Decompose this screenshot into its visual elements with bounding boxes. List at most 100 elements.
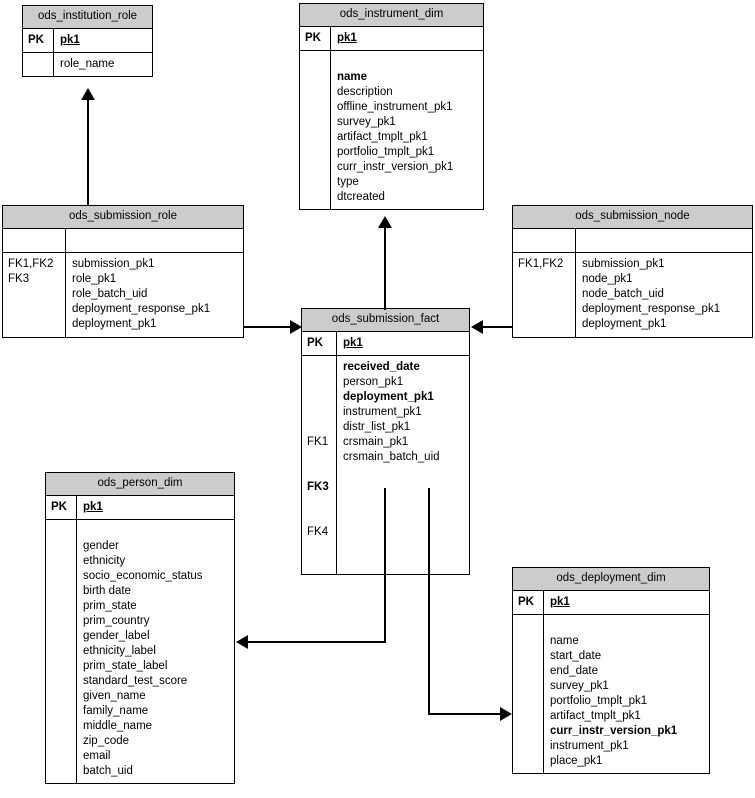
- relationship-line-node-to-fact: [482, 326, 513, 328]
- entity-pk-section: PK pk1: [46, 496, 234, 519]
- attribute: middle_name: [83, 720, 153, 732]
- pk-key-label: PK: [300, 27, 331, 50]
- attribute: artifact_tmplt_pk1: [550, 710, 641, 722]
- entity-title: ods_deployment_dim: [513, 568, 709, 591]
- attribute: submission_pk1: [72, 258, 155, 270]
- attribute: zip_code: [83, 735, 130, 747]
- entity-ods-person-dim[interactable]: ods_person_dim PK pk1 gender ethnicity s…: [45, 472, 235, 784]
- pk-field-list: pk1: [77, 496, 234, 519]
- relationship-line-fact-to-deployment-vertical: [428, 488, 430, 715]
- attribute: instrument_pk1: [550, 740, 629, 752]
- attr-spacer: [83, 524, 230, 539]
- attribute: gender_label: [83, 630, 150, 642]
- fk-key-label: FK1,FK2 FK3: [3, 253, 66, 337]
- attribute: submission_pk1: [582, 258, 665, 270]
- pk-field: pk1: [343, 337, 363, 349]
- attribute: batch_uid: [83, 765, 133, 777]
- attribute: name: [337, 71, 368, 83]
- entity-pk-section: PK pk1: [300, 27, 483, 50]
- pk-field: pk1: [60, 34, 80, 46]
- entity-attr-section: FK1,FK2 submission_pk1 node_pk1 node_bat…: [513, 252, 752, 337]
- attribute: prim_state_label: [83, 660, 168, 672]
- attribute: deployment_response_pk1: [72, 303, 211, 315]
- attr-spacer: [337, 55, 479, 70]
- fk-key-label: [23, 53, 54, 76]
- attribute: portfolio_tmplt_pk1: [337, 146, 435, 158]
- attribute: curr_instr_version_pk1: [337, 161, 454, 173]
- fk-key-label: FK1: [307, 436, 329, 448]
- entity-pk-section: PK pk1: [23, 29, 152, 52]
- pk-key-label: PK: [513, 591, 544, 614]
- entity-ods-submission-role[interactable]: ods_submission_role FK1,FK2 FK3 submissi…: [2, 205, 244, 338]
- attribute: role_pk1: [72, 273, 117, 285]
- fk-key-label: FK3: [307, 481, 329, 493]
- attribute: role_batch_uid: [72, 288, 148, 300]
- entity-attr-section: FK1 FK3 FK4 received_date person_pk1 dep…: [302, 355, 469, 574]
- entity-ods-institution-role[interactable]: ods_institution_role PK pk1 role_name: [22, 5, 153, 77]
- attribute-list: gender ethnicity socio_economic_status b…: [77, 520, 234, 783]
- attribute: crsmain_pk1: [343, 436, 409, 448]
- pk-key-label: [3, 229, 66, 252]
- fk-key-list: FK1 FK3 FK4: [302, 356, 337, 574]
- pk-field-list: pk1: [337, 332, 469, 355]
- attribute: survey_pk1: [337, 116, 396, 128]
- attribute: dtcreated: [337, 191, 385, 203]
- attribute: family_name: [83, 705, 149, 717]
- fk-key-label: FK1,FK2: [513, 253, 576, 337]
- entity-attr-section: FK1,FK2 FK3 submission_pk1 role_pk1 role…: [3, 252, 243, 337]
- relationship-arrowhead-up-instrument-dim: [378, 216, 392, 228]
- pk-field-list: [66, 229, 243, 252]
- attribute: type: [337, 176, 359, 188]
- attribute: offline_instrument_pk1: [337, 101, 453, 113]
- attribute: birth date: [83, 585, 131, 597]
- pk-field: pk1: [337, 32, 357, 44]
- fk-key-label: [46, 520, 77, 783]
- attribute: deployment_pk1: [582, 318, 667, 330]
- entity-pk-section: [513, 229, 752, 252]
- attribute: name: [550, 635, 579, 647]
- entity-attr-section: gender ethnicity socio_economic_status b…: [46, 519, 234, 783]
- attribute: deployment_pk1: [343, 391, 434, 403]
- attribute-list: received_date person_pk1 deployment_pk1 …: [337, 356, 469, 574]
- attribute: survey_pk1: [550, 680, 609, 692]
- entity-title: ods_submission_role: [3, 206, 243, 229]
- pk-field-list: [576, 229, 752, 252]
- attribute: deployment_response_pk1: [582, 303, 721, 315]
- entity-ods-deployment-dim[interactable]: ods_deployment_dim PK pk1 name start_dat…: [512, 567, 710, 774]
- pk-field: pk1: [83, 501, 103, 513]
- attribute: description: [337, 86, 393, 98]
- attribute: ethnicity_label: [83, 645, 156, 657]
- relationship-arrowhead-right-deployment-dim: [500, 707, 512, 721]
- pk-field: pk1: [550, 596, 570, 608]
- attribute: distr_list_pk1: [343, 421, 411, 433]
- attribute: role_name: [60, 58, 115, 70]
- attribute: node_pk1: [582, 273, 633, 285]
- entity-attr-section: name start_date end_date survey_pk1 port…: [513, 614, 709, 773]
- relationship-arrowhead-left-fact: [471, 320, 483, 334]
- pk-field-list: pk1: [331, 27, 483, 50]
- attribute: gender: [83, 540, 119, 552]
- attribute: received_date: [343, 361, 420, 373]
- relationship-line-fact-to-person-vertical: [384, 488, 386, 643]
- relationship-arrowhead-left-person-dim: [236, 635, 248, 649]
- fk-key-label: FK4: [307, 526, 329, 538]
- attribute: socio_economic_status: [83, 570, 203, 582]
- entity-title: ods_submission_node: [513, 206, 752, 229]
- entity-title: ods_submission_fact: [302, 309, 469, 332]
- entity-ods-instrument-dim[interactable]: ods_instrument_dim PK pk1 name descripti…: [299, 3, 484, 210]
- attribute-list: submission_pk1 node_pk1 node_batch_uid d…: [576, 253, 752, 337]
- attribute: node_batch_uid: [582, 288, 664, 300]
- attribute: given_name: [83, 690, 146, 702]
- relationship-line-fact-to-instrument: [384, 228, 386, 310]
- attribute: prim_state: [83, 600, 137, 612]
- attribute: deployment_pk1: [72, 318, 157, 330]
- entity-pk-section: [3, 229, 243, 252]
- entity-pk-section: PK pk1: [302, 332, 469, 355]
- relationship-arrowhead-up-institution-role: [81, 88, 95, 100]
- attribute-list: name description offline_instrument_pk1 …: [331, 51, 483, 209]
- relationship-arrowhead-right-fact: [290, 320, 302, 334]
- entity-attr-section: role_name: [23, 52, 152, 76]
- attribute: ethnicity: [83, 555, 126, 567]
- entity-ods-submission-node[interactable]: ods_submission_node FK1,FK2 submission_p…: [512, 205, 753, 338]
- pk-key-label: PK: [302, 332, 337, 355]
